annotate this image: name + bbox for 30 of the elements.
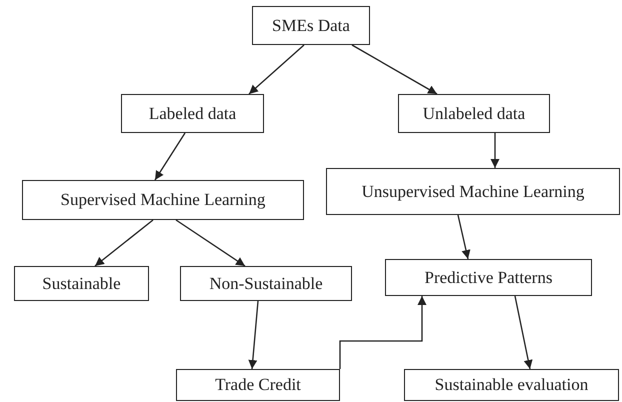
node-label: Sustainable evaluation (434, 375, 588, 395)
node-label: Unlabeled data (422, 104, 526, 124)
node-label: SMEs Data (272, 16, 350, 36)
node-label: Predictive Patterns (424, 268, 552, 288)
arrow (352, 44, 438, 95)
node-label: Supervised Machine Learning (60, 190, 266, 210)
process-box (22, 180, 304, 220)
arrow (248, 44, 304, 94)
process-box (176, 369, 340, 401)
node-label: Sustainable (42, 274, 121, 294)
process-box (180, 266, 352, 301)
node-label: Unsupervised Machine Learning (362, 182, 584, 202)
arrow (248, 300, 259, 370)
arrow (514, 296, 533, 370)
process-box (404, 369, 619, 401)
process-box (252, 6, 370, 45)
arrow (154, 132, 186, 180)
node-label: Non-Sustainable (209, 274, 323, 294)
arrow (339, 296, 426, 369)
arrow (457, 214, 470, 260)
process-box (14, 266, 149, 301)
process-box (326, 168, 620, 215)
process-box (385, 259, 592, 296)
arrow (94, 220, 154, 266)
process-box (398, 94, 550, 133)
arrow (176, 219, 246, 267)
node-label: Trade Credit (215, 375, 301, 395)
process-box (121, 94, 264, 133)
arrow (490, 133, 500, 168)
node-label: Labeled data (148, 104, 236, 124)
